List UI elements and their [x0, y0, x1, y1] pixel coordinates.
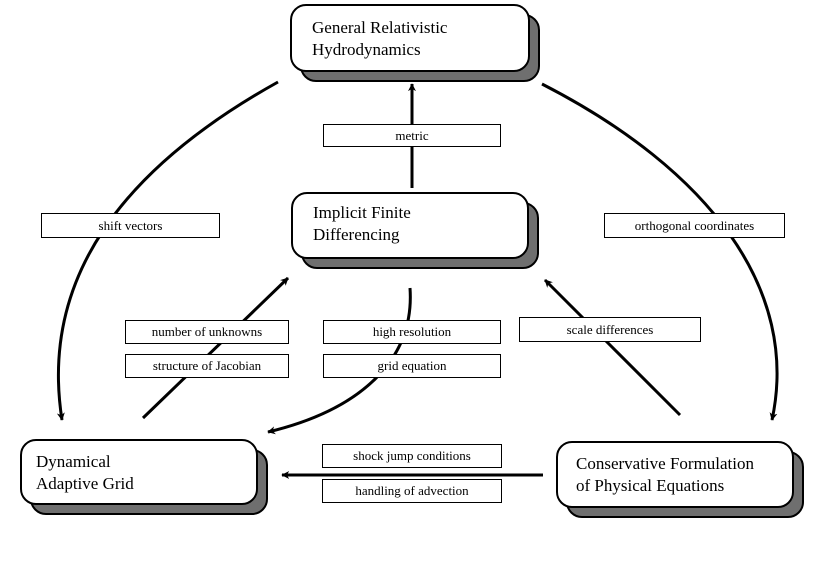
label-shift-vectors: shift vectors [41, 213, 220, 238]
node-general-relativistic-hydrodynamics: General Relativistic Hydrodynamics [290, 4, 540, 82]
node-label: General Relativistic Hydrodynamics [312, 17, 447, 61]
node-label-line: Conservative Formulation [576, 454, 755, 473]
label-handling-of-advection: handling of advection [322, 479, 502, 503]
edge-grh-to-cfpe [541, 82, 779, 421]
node-dynamical-adaptive-grid: Dynamical Adaptive Grid [20, 439, 268, 515]
label-high-resolution: high resolution [323, 320, 501, 344]
node-box [556, 441, 794, 508]
label-grid-equation: grid equation [323, 354, 501, 378]
node-label: Dynamical Adaptive Grid [36, 451, 134, 495]
label-orthogonal-coordinates: orthogonal coordinates [604, 213, 785, 238]
node-label-line: General Relativistic [312, 18, 448, 37]
node-box [291, 192, 529, 259]
node-label-line: Implicit Finite [313, 203, 411, 222]
node-label: Implicit Finite Differencing [313, 202, 411, 246]
edge-cfpe-to-ifd [543, 278, 682, 417]
node-label-line: Hydrodynamics [312, 40, 421, 59]
label-metric: metric [323, 124, 501, 147]
node-box [290, 4, 530, 72]
label-number-of-unknowns: number of unknowns [125, 320, 289, 344]
label-shock-jump-conditions: shock jump conditions [322, 444, 502, 468]
node-label-line: Differencing [313, 225, 400, 244]
edge-dag-to-ifd [141, 276, 290, 420]
node-box [20, 439, 258, 505]
node-label-line: of Physical Equations [576, 476, 725, 495]
node-label-line: Adaptive Grid [36, 474, 134, 493]
label-structure-of-jacobian: structure of Jacobian [125, 354, 289, 378]
node-implicit-finite-differencing: Implicit Finite Differencing [291, 192, 539, 269]
label-scale-differences: scale differences [519, 317, 701, 342]
node-conservative-formulation: Conservative Formulation of Physical Equ… [556, 441, 804, 518]
node-label: Conservative Formulation of Physical Equ… [576, 453, 754, 497]
edge-ifd-to-dag [267, 287, 412, 435]
node-label-line: Dynamical [36, 452, 111, 471]
